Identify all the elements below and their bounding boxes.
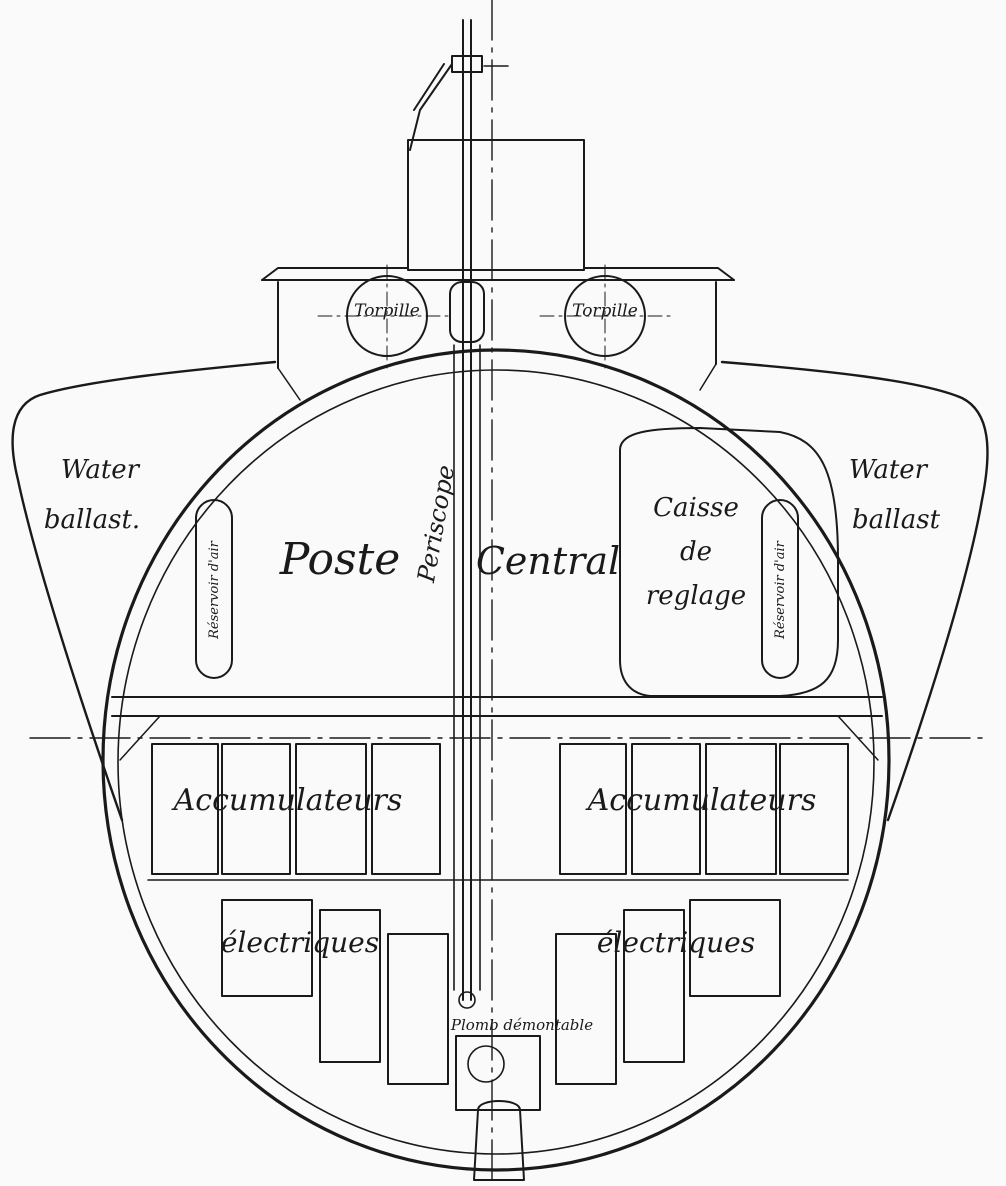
air-reservoir-right <box>761 499 799 679</box>
torpedo-right: Torpille <box>539 264 673 371</box>
periscope-label: Periscope <box>412 463 460 585</box>
water-ballast-left-line2: ballast. <box>44 505 140 535</box>
water-ballast-left-line1: Water <box>61 455 141 485</box>
water-ballast-right: Water ballast <box>849 455 941 535</box>
caisse-de-reglage-label: Caisse de reglage <box>646 493 746 611</box>
battery-cells-lower-right <box>555 899 781 1085</box>
centerlines <box>29 0 991 1181</box>
battery-cells-upper-left <box>151 743 441 875</box>
caisse-line1: Caisse <box>653 493 739 523</box>
torpille-left-label: Torpille <box>354 301 420 321</box>
periscope <box>409 19 509 1009</box>
water-ballast-right-line1: Water <box>849 455 929 485</box>
battery-cells-lower-left <box>221 899 449 1085</box>
water-ballast-left: Water ballast. <box>44 455 141 535</box>
reservoir-right-label: Réservoir d'air <box>773 540 788 640</box>
plomb-demontable-label: Plomb démontable <box>450 1016 593 1034</box>
outer-ballast-hull <box>11 360 989 822</box>
electriques-left-label: électriques <box>221 926 379 959</box>
caisse-line3: reglage <box>646 581 746 611</box>
central-label: Central <box>476 539 620 583</box>
central-floor <box>111 696 883 761</box>
reservoir-left-label: Réservoir d'air <box>207 540 222 640</box>
torpedo-left: Torpille <box>317 264 451 371</box>
keel-ballast <box>455 1035 541 1181</box>
pressure-hull <box>101 348 891 1172</box>
caisse-line2: de <box>680 537 712 567</box>
accumulateurs-right-label: Accumulateurs <box>585 783 817 818</box>
battery-cells-upper-right <box>559 743 849 875</box>
superstructure <box>261 139 735 401</box>
caisse-de-reglage-tank <box>619 427 839 697</box>
torpille-right-label: Torpille <box>572 301 638 321</box>
poste-label: Poste <box>279 534 401 585</box>
water-ballast-right-line2: ballast <box>852 505 941 535</box>
accumulateurs-left-label: Accumulateurs <box>171 783 403 818</box>
air-reservoir-left <box>195 499 233 679</box>
electriques-right-label: électriques <box>597 926 755 959</box>
